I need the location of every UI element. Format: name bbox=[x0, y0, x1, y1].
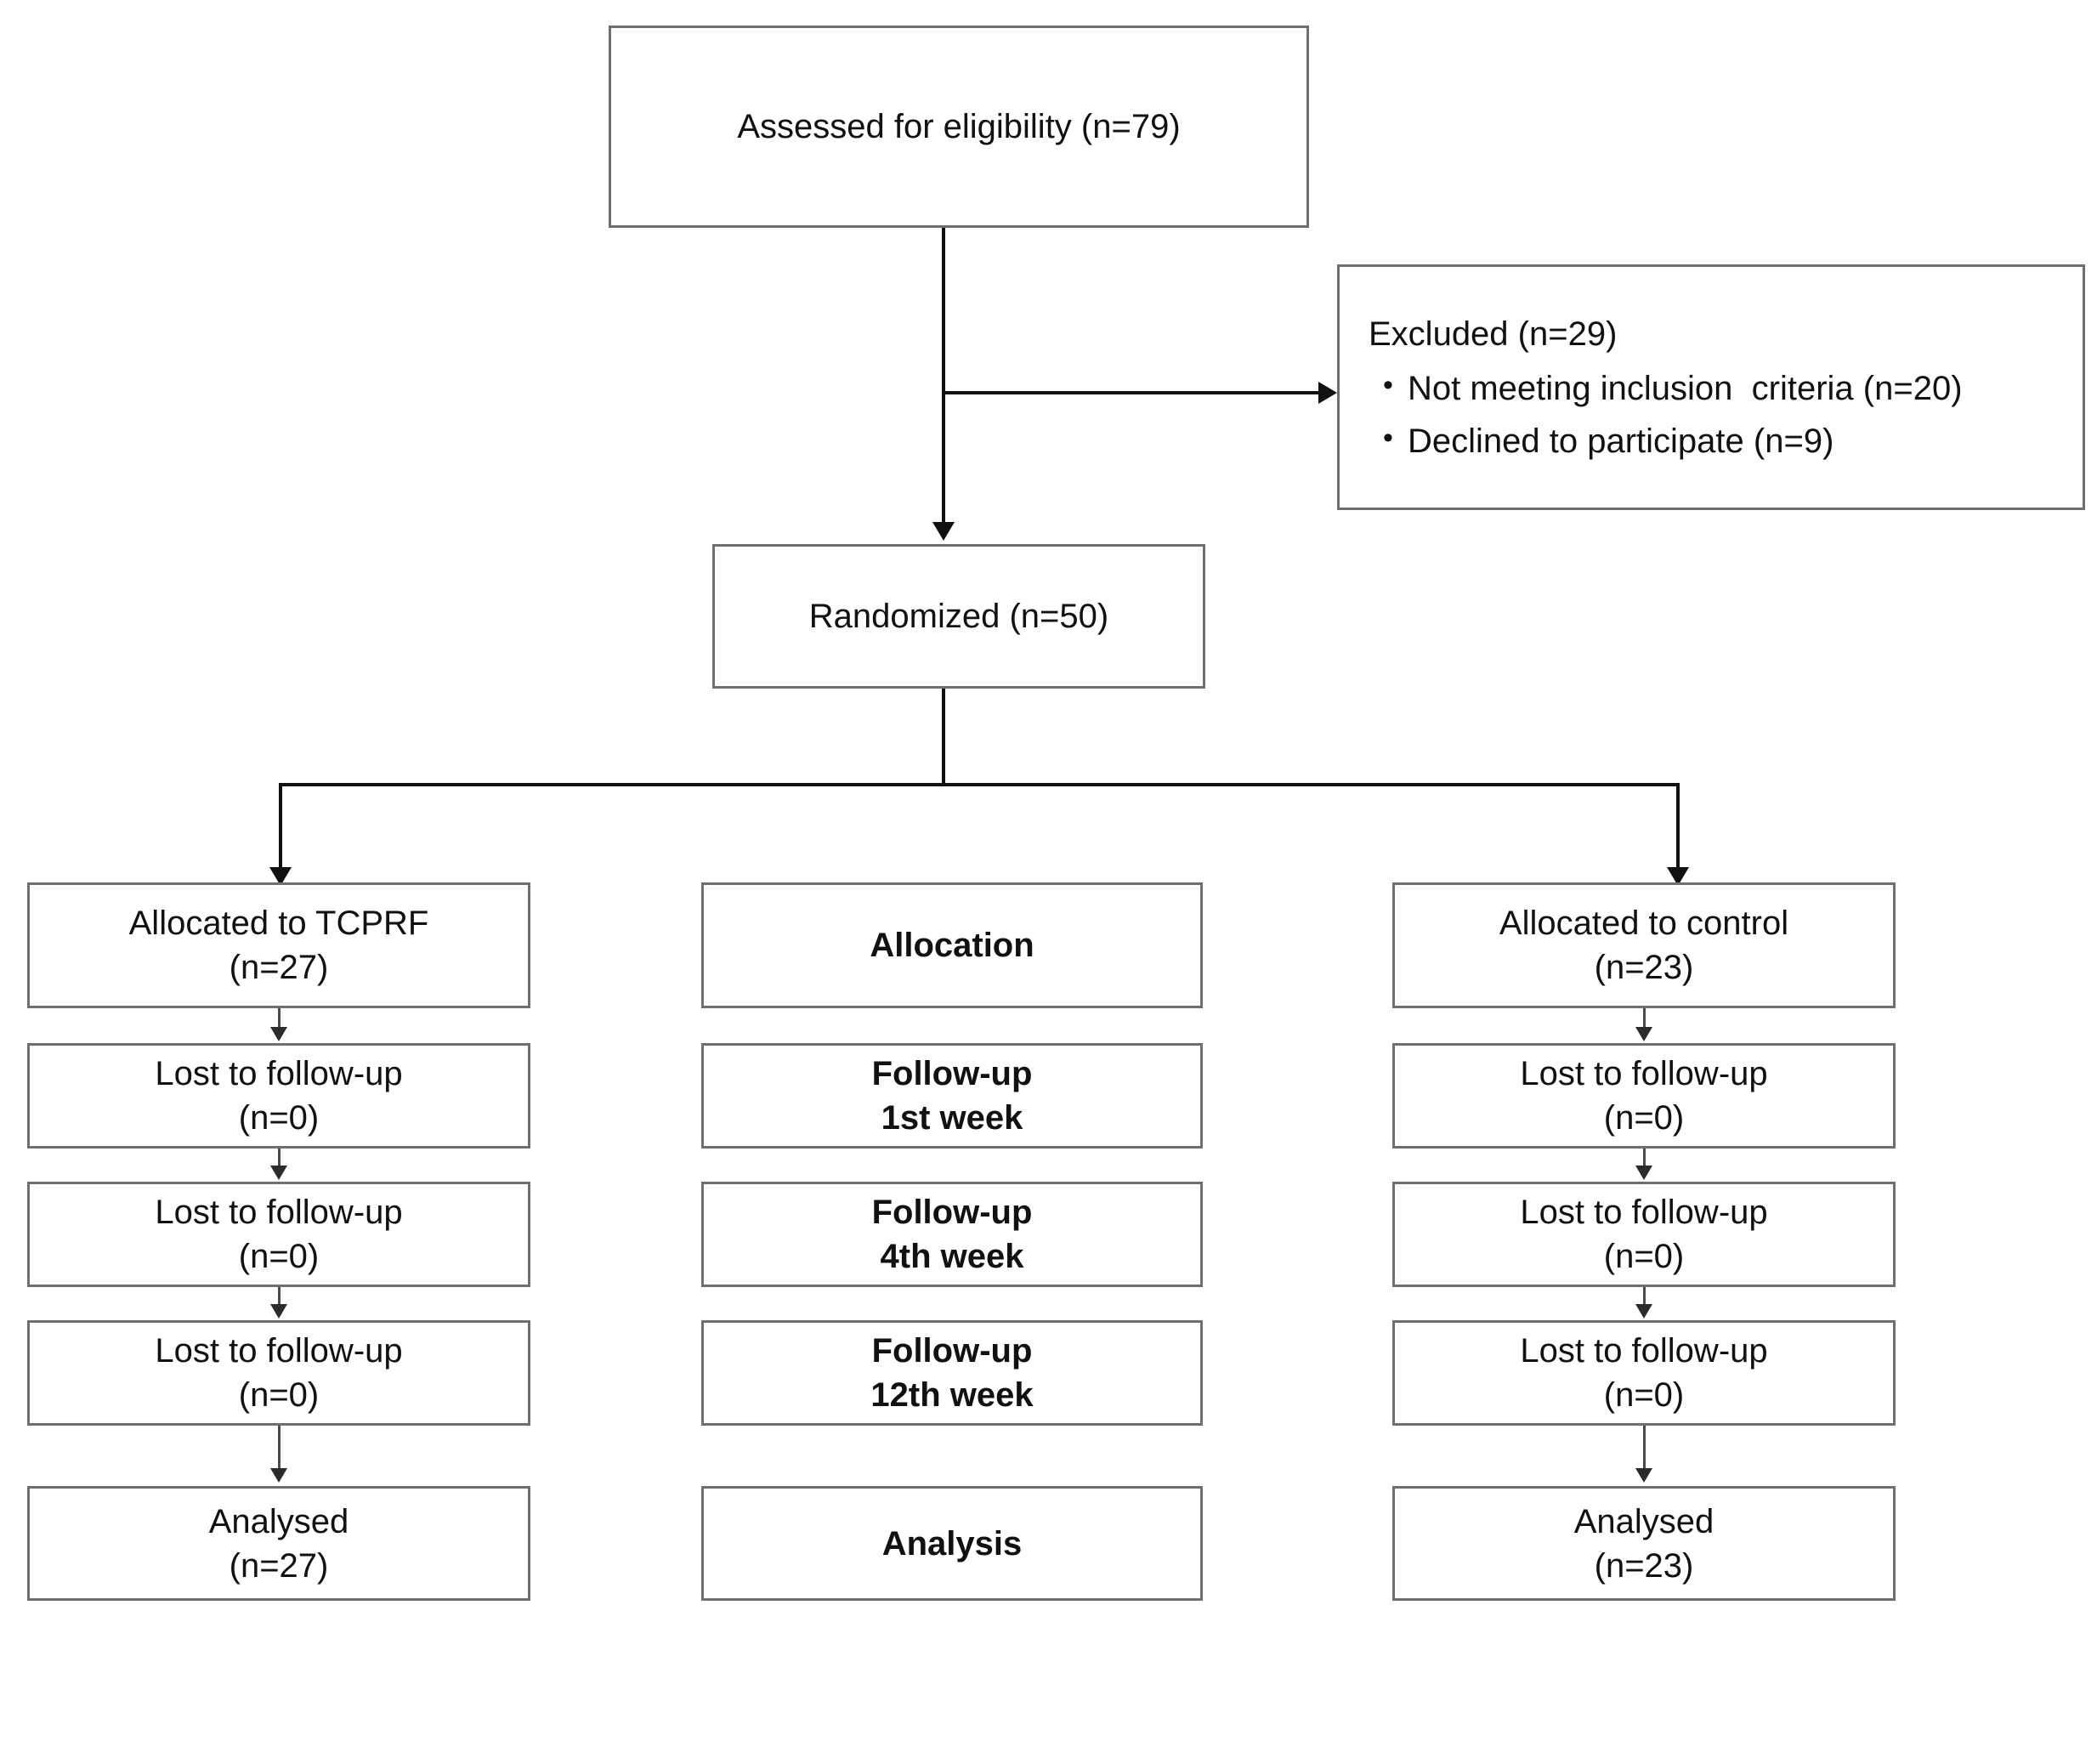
tcprf-analysed-line1: Analysed bbox=[208, 1502, 349, 1540]
connector-tcprf-lost1-to-lost4 bbox=[278, 1149, 281, 1170]
tcprf-allocated-line2: (n=27) bbox=[229, 949, 329, 986]
tcprf-allocated-box: Allocated to TCPRF (n=27) bbox=[27, 882, 530, 1008]
excluded-reason-text: Not meeting inclusion criteria (n=20) bbox=[1408, 369, 1963, 407]
control-lost-4-line2: (n=0) bbox=[1603, 1238, 1685, 1275]
connector-allocation-branch bbox=[279, 783, 1678, 786]
stage-label-allocation-box: Allocation bbox=[701, 882, 1203, 1008]
connector-tcprf-alloc-to-lost1 bbox=[278, 1008, 281, 1031]
stage-label-analysis-text: Analysis bbox=[881, 1524, 1023, 1563]
control-lost-1-line2: (n=0) bbox=[1603, 1099, 1685, 1137]
connector-control-alloc-to-lost1 bbox=[1643, 1008, 1646, 1031]
connector-to-excluded bbox=[942, 391, 1318, 394]
control-analysed-line2: (n=23) bbox=[1594, 1546, 1694, 1585]
arrow-control-lost4 bbox=[1635, 1166, 1652, 1180]
tcprf-lost-followup-1-box: Lost to follow-up (n=0) bbox=[27, 1043, 530, 1149]
arrow-tcprf-lost1 bbox=[270, 1027, 287, 1041]
stage-label-followup-1-box: Follow-up 1st week bbox=[701, 1043, 1203, 1149]
control-lost-12-line2: (n=0) bbox=[1603, 1376, 1685, 1414]
connector-branch-right bbox=[1676, 783, 1680, 876]
tcprf-lost-1-line1: Lost to follow-up bbox=[155, 1055, 403, 1092]
control-analysed-box: Analysed (n=23) bbox=[1392, 1486, 1896, 1601]
tcprf-lost-4-line2: (n=0) bbox=[238, 1238, 320, 1275]
connector-control-lost1-to-lost4 bbox=[1643, 1149, 1646, 1170]
bullet-icon: • bbox=[1383, 368, 1393, 401]
assessed-for-eligibility-box: Assessed for eligibility (n=79) bbox=[609, 26, 1309, 228]
control-lost-followup-4-box: Lost to follow-up (n=0) bbox=[1392, 1182, 1896, 1287]
arrow-tcprf-lost4 bbox=[270, 1166, 287, 1180]
tcprf-lost-12-line2: (n=0) bbox=[238, 1376, 320, 1414]
arrow-to-tcprf-allocation bbox=[269, 867, 292, 886]
stage-label-followup-4-line2: 4th week bbox=[880, 1238, 1024, 1275]
control-lost-12-line1: Lost to follow-up bbox=[1520, 1332, 1768, 1370]
connector-control-lost12-to-analysed bbox=[1643, 1426, 1646, 1472]
control-allocated-box: Allocated to control (n=23) bbox=[1392, 882, 1896, 1008]
tcprf-lost-followup-4-box: Lost to follow-up (n=0) bbox=[27, 1182, 530, 1287]
stage-label-followup-4-box: Follow-up 4th week bbox=[701, 1182, 1203, 1287]
arrow-to-control-allocation bbox=[1667, 867, 1689, 886]
arrow-tcprf-lost12 bbox=[270, 1304, 287, 1319]
control-allocated-line2: (n=23) bbox=[1594, 949, 1694, 986]
connector-branch-left bbox=[279, 783, 282, 876]
arrow-to-randomized bbox=[932, 522, 955, 541]
connector-randomized-stem bbox=[942, 689, 945, 786]
stage-label-followup-1-line1: Follow-up bbox=[871, 1055, 1033, 1092]
control-analysed-line1: Analysed bbox=[1573, 1502, 1714, 1540]
excluded-reason-item: • Declined to participate (n=9) bbox=[1369, 419, 2083, 463]
randomized-text: Randomized (n=50) bbox=[808, 598, 1109, 635]
randomized-box: Randomized (n=50) bbox=[712, 544, 1205, 689]
stage-label-followup-4-line1: Follow-up bbox=[871, 1194, 1033, 1231]
tcprf-lost-1-line2: (n=0) bbox=[238, 1099, 320, 1137]
bullet-icon: • bbox=[1383, 421, 1393, 454]
control-lost-followup-12-box: Lost to follow-up (n=0) bbox=[1392, 1320, 1896, 1426]
excluded-content: Excluded (n=29) • Not meeting inclusion … bbox=[1340, 312, 2083, 463]
tcprf-allocated-line1: Allocated to TCPRF bbox=[128, 905, 429, 942]
arrow-to-excluded bbox=[1318, 382, 1337, 404]
control-lost-4-line1: Lost to follow-up bbox=[1520, 1194, 1768, 1231]
connector-control-lost4-to-lost12 bbox=[1643, 1287, 1646, 1308]
stage-label-analysis-box: Analysis bbox=[701, 1486, 1203, 1601]
assessed-for-eligibility-text: Assessed for eligibility (n=79) bbox=[737, 108, 1181, 145]
tcprf-lost-12-line1: Lost to follow-up bbox=[155, 1332, 403, 1370]
excluded-title: Excluded (n=29) bbox=[1369, 315, 1618, 353]
stage-label-allocation-text: Allocation bbox=[870, 927, 1034, 964]
connector-tcprf-lost4-to-lost12 bbox=[278, 1287, 281, 1308]
tcprf-lost-4-line1: Lost to follow-up bbox=[155, 1194, 403, 1231]
control-lost-followup-1-box: Lost to follow-up (n=0) bbox=[1392, 1043, 1896, 1149]
stage-label-followup-12-line1: Follow-up bbox=[871, 1332, 1033, 1370]
excluded-reason-item: • Not meeting inclusion criteria (n=20) bbox=[1369, 366, 2083, 411]
arrow-control-analysed bbox=[1635, 1468, 1652, 1483]
excluded-box: Excluded (n=29) • Not meeting inclusion … bbox=[1337, 264, 2085, 510]
tcprf-analysed-box: Analysed (n=27) bbox=[27, 1486, 530, 1601]
tcprf-lost-followup-12-box: Lost to follow-up (n=0) bbox=[27, 1320, 530, 1426]
arrow-control-lost12 bbox=[1635, 1304, 1652, 1319]
arrow-tcprf-analysed bbox=[270, 1468, 287, 1483]
control-lost-1-line1: Lost to follow-up bbox=[1520, 1055, 1768, 1092]
control-allocated-line1: Allocated to control bbox=[1499, 905, 1789, 942]
connector-assessed-to-randomized bbox=[942, 228, 945, 529]
arrow-control-lost1 bbox=[1635, 1027, 1652, 1041]
tcprf-analysed-line2: (n=27) bbox=[229, 1546, 329, 1585]
stage-label-followup-12-box: Follow-up 12th week bbox=[701, 1320, 1203, 1426]
connector-tcprf-lost12-to-analysed bbox=[278, 1426, 281, 1472]
stage-label-followup-1-line2: 1st week bbox=[881, 1099, 1023, 1137]
excluded-reason-text: Declined to participate (n=9) bbox=[1408, 422, 1834, 460]
stage-label-followup-12-line2: 12th week bbox=[870, 1376, 1034, 1414]
